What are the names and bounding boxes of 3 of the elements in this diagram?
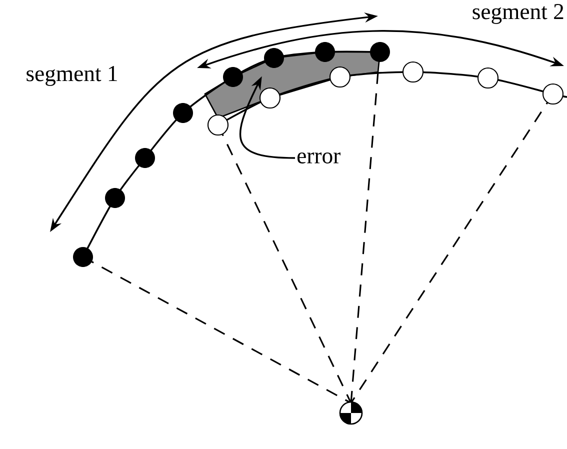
segment-label: segment 1 — [26, 66, 117, 86]
error-label: error — [297, 152, 340, 164]
segment-label: segment 2 — [472, 4, 564, 24]
